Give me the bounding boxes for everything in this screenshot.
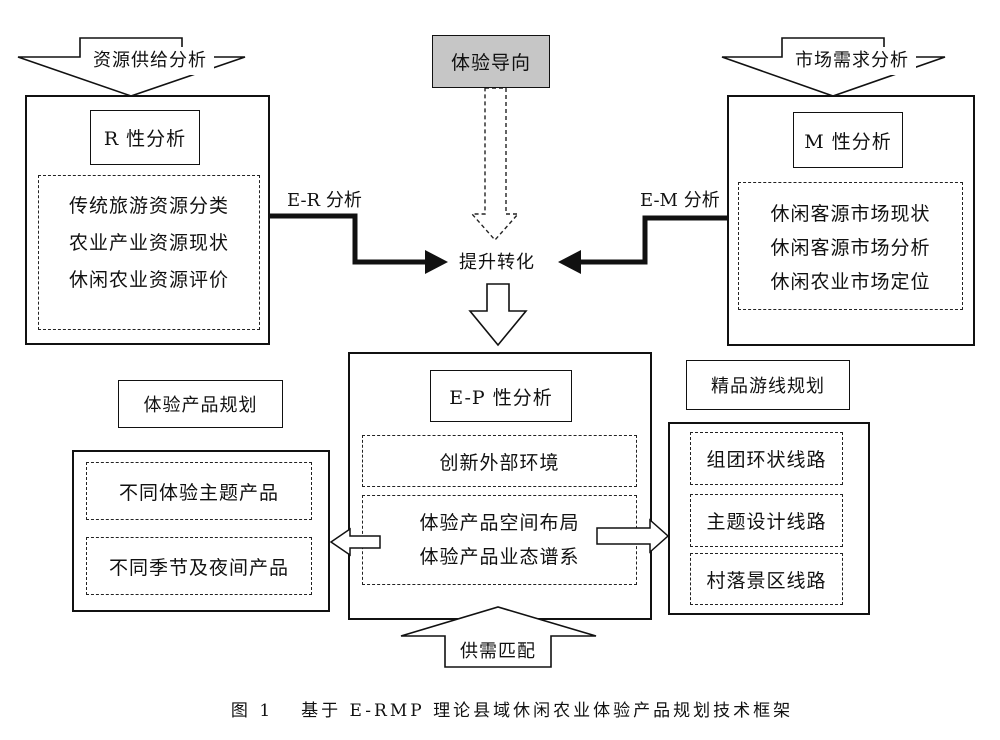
list-item: 不同季节及夜间产品 — [108, 556, 289, 579]
list-item: 不同体验主题产品 — [118, 481, 279, 504]
route-item-box: 组团环状线路 — [690, 432, 843, 485]
experience-orientation-box: 体验导向 — [432, 35, 550, 88]
er-arrowhead — [425, 250, 448, 274]
to-route-planning-arrow — [596, 518, 670, 554]
list-item: 主题设计线路 — [706, 511, 827, 533]
orientation-dashed-arrow — [470, 87, 520, 242]
list-item: 休闲农业资源评价 — [68, 269, 229, 291]
list-item: 村落景区线路 — [706, 569, 827, 592]
list-item: 农业产业资源现状 — [68, 232, 229, 254]
m-analysis-list: 休闲客源市场现状 休闲客源市场分析 休闲农业市场定位 — [738, 182, 963, 310]
route-planning-title: 精品游线规划 — [711, 376, 825, 397]
route-item-box: 村落景区线路 — [690, 553, 843, 605]
ep-environment-label: 创新外部环境 — [439, 451, 560, 474]
product-planning-item-box: 不同季节及夜间产品 — [86, 537, 312, 595]
em-analysis-label: E-M 分析 — [640, 190, 720, 211]
em-connector-line — [578, 215, 727, 265]
ep-analysis-title: E-P 性分析 — [449, 386, 553, 409]
product-planning-title: 体验产品规划 — [143, 395, 258, 416]
figure-title: 基于 E-RMP 理论县域休闲农业体验产品规划技术框架 — [301, 701, 794, 721]
r-analysis-title: R 性分析 — [103, 128, 187, 150]
er-connector-line — [270, 213, 428, 265]
list-item: 组团环状线路 — [706, 449, 827, 471]
list-item: 休闲客源市场现状 — [770, 203, 931, 225]
experience-orientation-label: 体验导向 — [450, 52, 531, 74]
list-item: 休闲客源市场分析 — [770, 237, 931, 259]
ep-product-list: 体验产品空间布局 体验产品业态谱系 — [362, 495, 637, 585]
m-analysis-title: M 性分析 — [804, 130, 892, 153]
transform-down-arrow — [468, 283, 528, 347]
er-analysis-label: E-R 分析 — [287, 190, 362, 211]
to-product-planning-arrow — [329, 527, 381, 557]
list-item: 休闲农业市场定位 — [770, 271, 931, 293]
list-item: 传统旅游资源分类 — [68, 195, 229, 217]
list-item: 体验产品空间布局 — [419, 512, 580, 534]
supply-demand-match-label: 供需匹配 — [454, 638, 542, 665]
figure-number: 图 1 — [230, 701, 274, 721]
list-item: 体验产品业态谱系 — [419, 546, 580, 568]
r-analysis-list: 传统旅游资源分类 农业产业资源现状 休闲农业资源评价 — [38, 175, 260, 330]
supply-demand-match-arrow — [400, 606, 597, 668]
product-planning-title-box: 体验产品规划 — [118, 380, 283, 428]
route-planning-title-box: 精品游线规划 — [686, 360, 850, 410]
route-item-box: 主题设计线路 — [690, 494, 843, 547]
supply-analysis-label: 资源供给分析 — [86, 47, 214, 75]
m-analysis-title-box: M 性分析 — [793, 112, 903, 168]
product-planning-item-box: 不同体验主题产品 — [86, 462, 312, 520]
ep-environment-box: 创新外部环境 — [362, 435, 637, 487]
em-arrowhead — [558, 250, 581, 274]
r-analysis-title-box: R 性分析 — [90, 110, 200, 165]
ep-analysis-title-box: E-P 性分析 — [430, 370, 572, 422]
figure-caption: 图 1 基于 E-RMP 理论县域休闲农业体验产品规划技术框架 — [12, 700, 1000, 722]
upgrade-transform-label: 提升转化 — [459, 252, 535, 273]
demand-analysis-label: 市场需求分析 — [788, 47, 916, 75]
